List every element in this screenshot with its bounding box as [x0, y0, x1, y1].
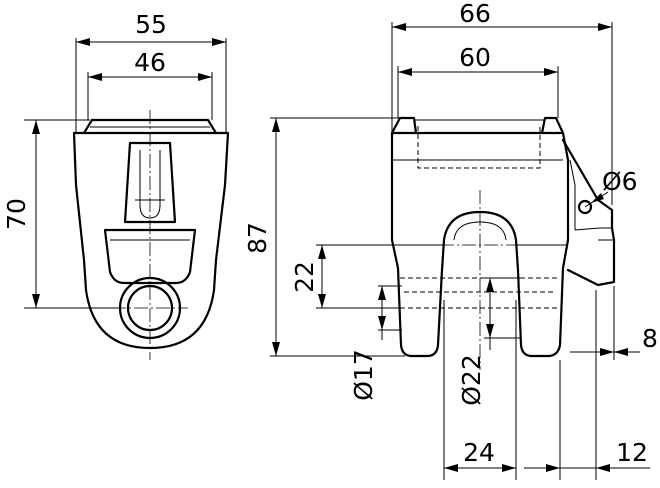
dim-side-o17: Ø17	[349, 285, 402, 401]
dim-label-55: 55	[135, 10, 167, 39]
dim-label-o6: Ø6	[602, 167, 638, 196]
dim-label-87: 87	[243, 222, 272, 254]
dim-front-55: 55	[75, 10, 227, 133]
dim-side-o6: Ø6	[584, 167, 638, 208]
side-flange	[561, 138, 616, 287]
side-view	[390, 116, 616, 370]
dim-side-60: 60	[397, 43, 559, 118]
side-pin-hole	[577, 199, 593, 215]
dim-label-60: 60	[459, 43, 491, 72]
dim-side-87: 87	[243, 117, 405, 357]
dim-label-24: 24	[463, 438, 495, 467]
dim-side-o22: Ø22	[457, 277, 520, 406]
dim-front-70: 70	[2, 119, 120, 309]
dim-label-22: 22	[290, 261, 319, 293]
dim-side-66: 66	[391, 0, 613, 205]
side-pocket-hidden	[417, 126, 541, 169]
dim-side-22: 22	[290, 244, 444, 309]
dim-front-46: 46	[87, 48, 213, 120]
dim-label-70: 70	[2, 198, 31, 230]
dim-side-8: 8	[570, 286, 658, 360]
dim-label-12: 12	[616, 438, 648, 467]
front-view	[72, 110, 230, 360]
dim-label-46: 46	[134, 48, 166, 77]
dim-label-8: 8	[642, 324, 658, 353]
side-top-cap	[390, 116, 565, 135]
front-inner-pocket	[103, 228, 197, 285]
dim-side-12: 12	[524, 290, 650, 480]
dim-label-66: 66	[459, 0, 491, 28]
dim-label-o22: Ø22	[457, 354, 486, 406]
dim-side-24: 24	[443, 300, 517, 480]
front-central-rib	[123, 141, 177, 224]
dim-label-o17: Ø17	[349, 349, 378, 401]
